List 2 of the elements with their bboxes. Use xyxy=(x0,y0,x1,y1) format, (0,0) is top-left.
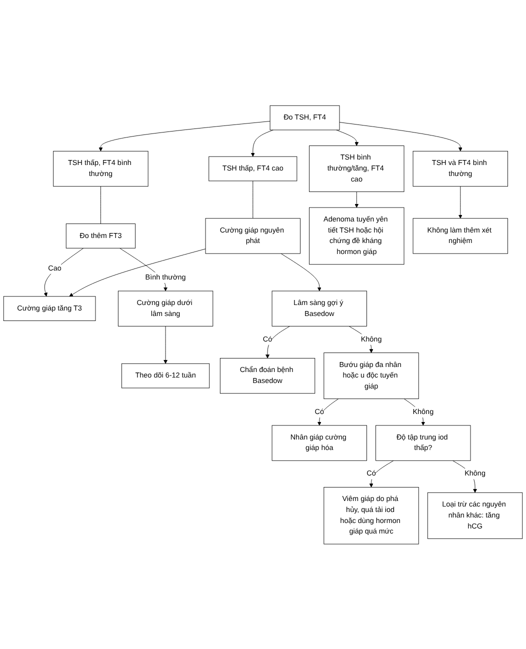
connector xyxy=(252,180,254,218)
connector xyxy=(100,186,101,224)
